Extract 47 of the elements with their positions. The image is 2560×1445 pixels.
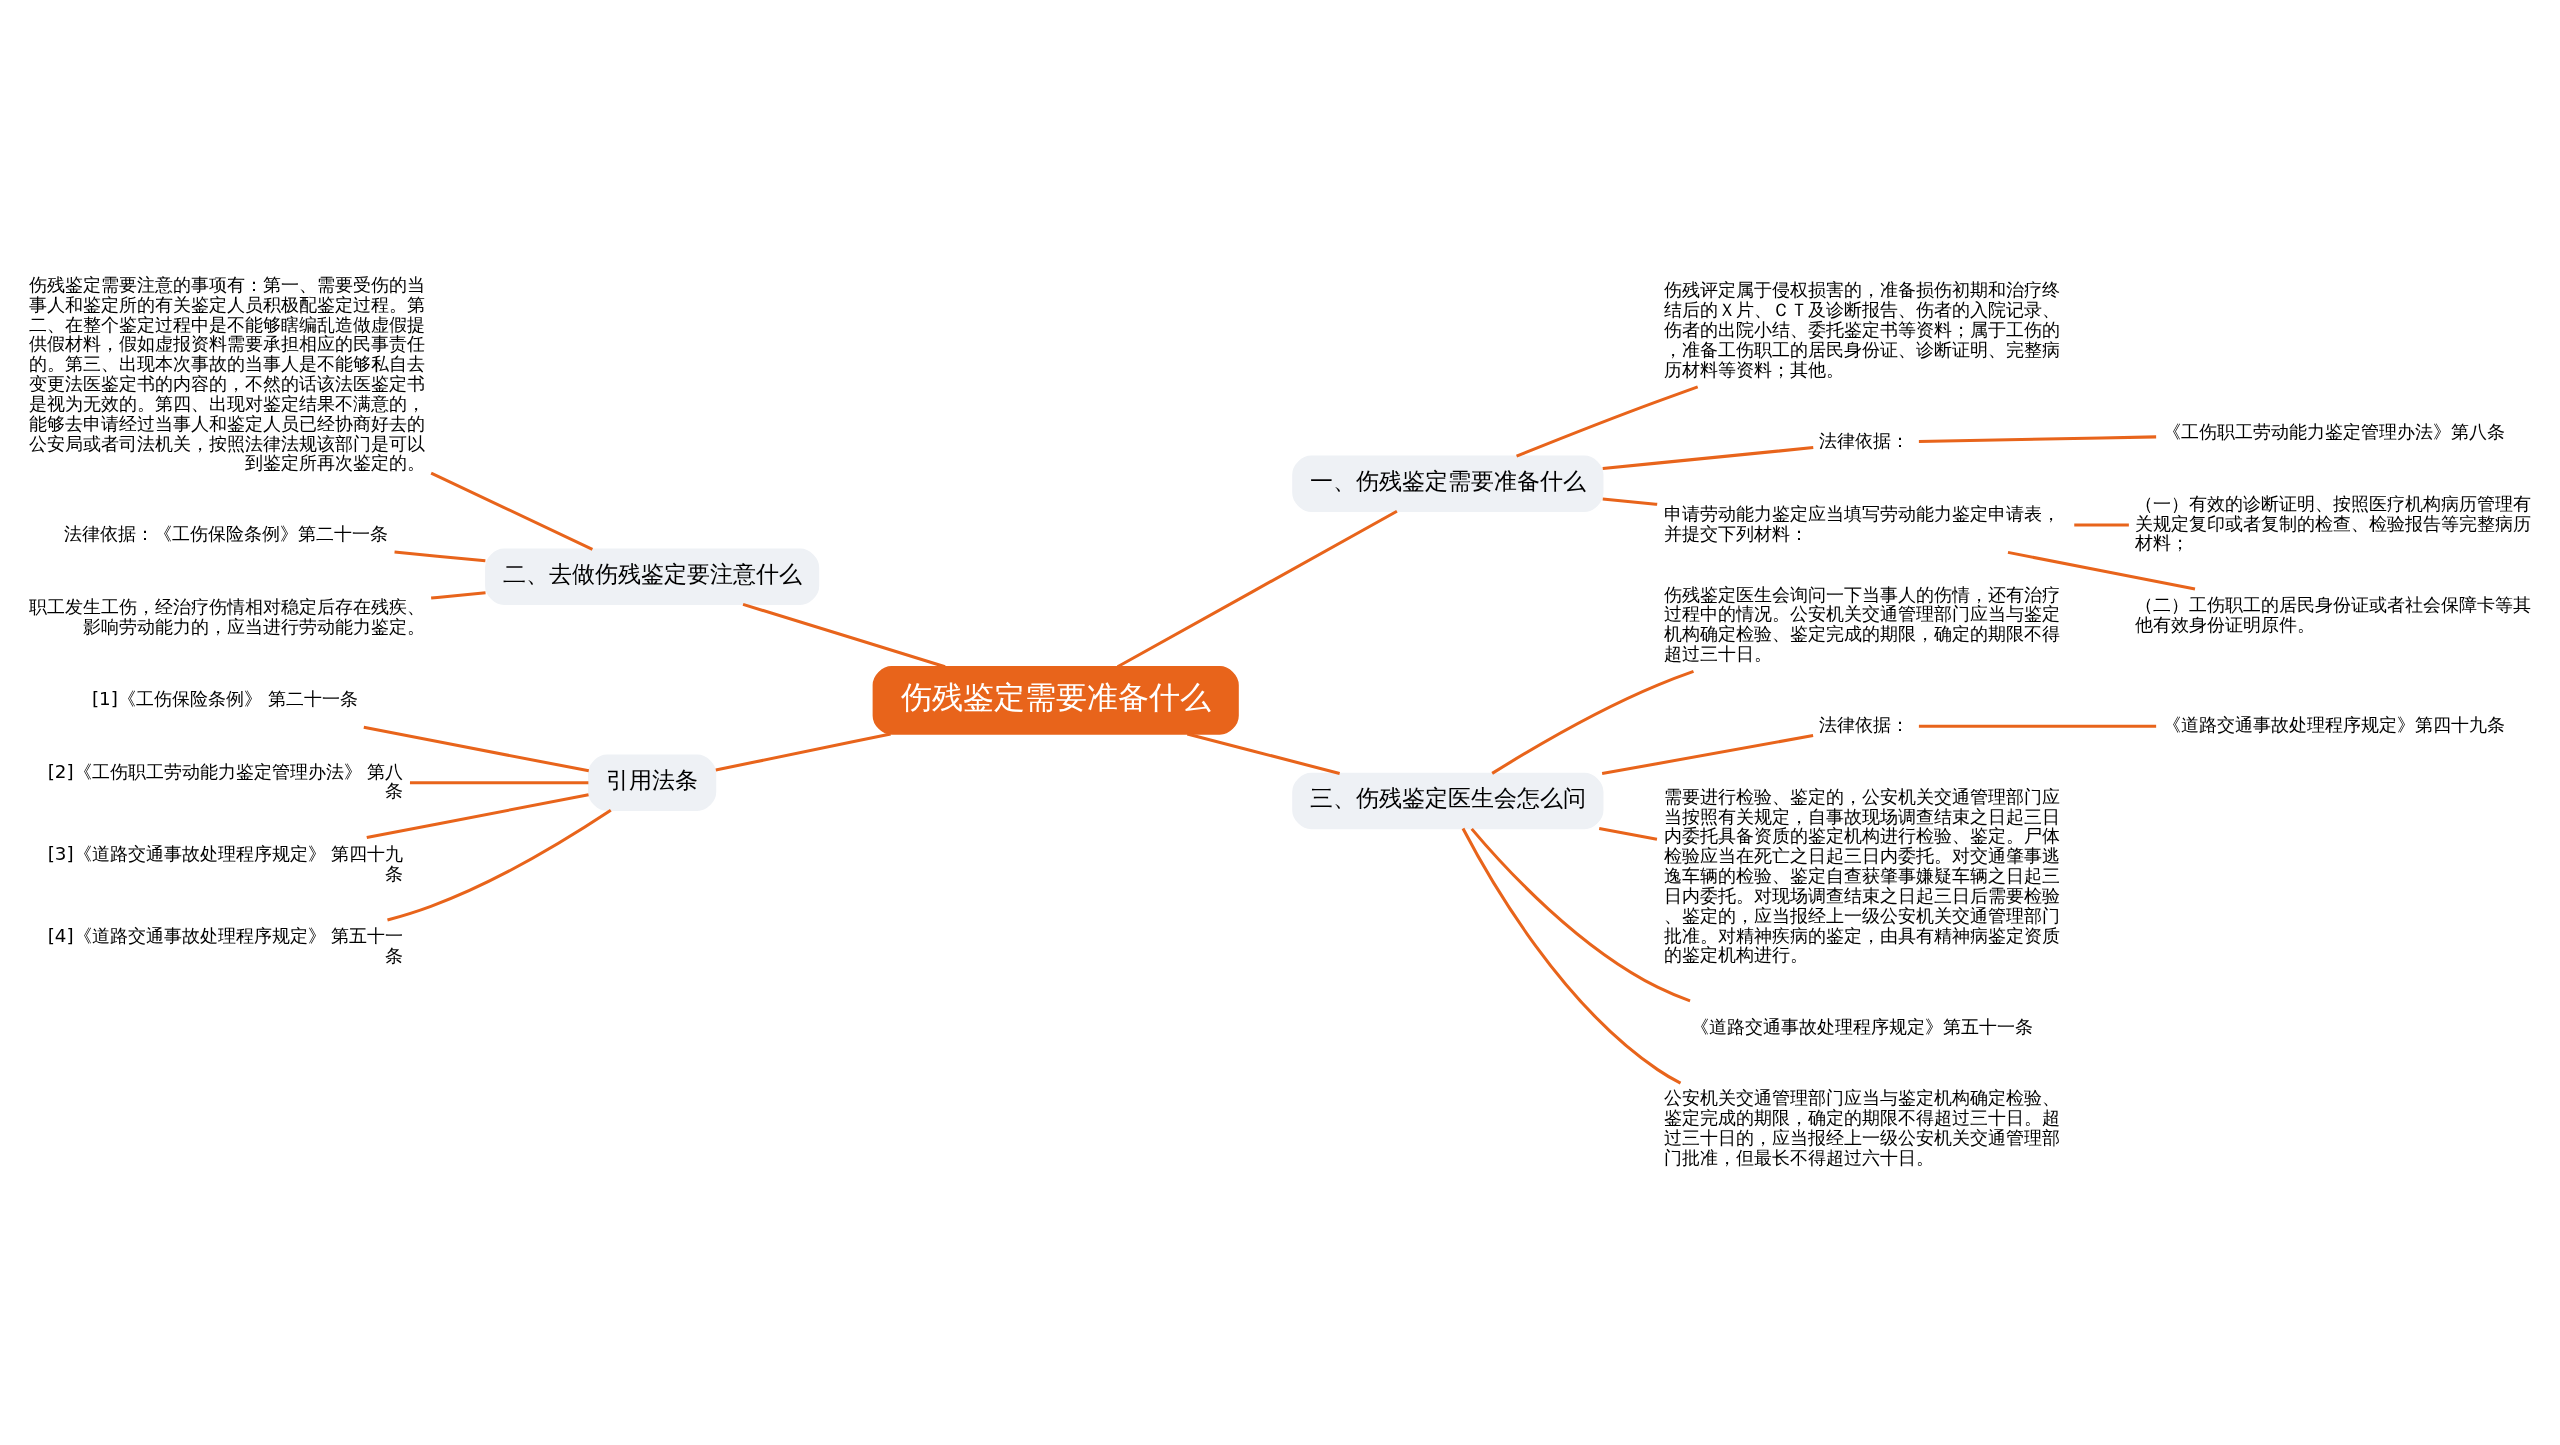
connector — [1186, 732, 1341, 775]
connector — [2007, 550, 2196, 591]
connector — [1598, 827, 1658, 841]
node-text: 法律依据： — [1819, 714, 1910, 736]
connector — [1461, 827, 1682, 1085]
node-text: 法律依据： — [1819, 430, 1910, 452]
node-text: 伤残鉴定医生会询问一下当事人的伤情，还有治疗过程中的情况。公安机关交通管理部门应当与鉴定机构确定检验、鉴定完成的期限，确定的期限不得超过三十日。 — [1663, 583, 2060, 665]
connector — [742, 602, 946, 669]
node-text: 公安机关交通管理部门应当与鉴定机构确定检验、鉴定完成的期限，确定的期限不得超过三十日。超过三十日的，应当报经上一级公安机关交通管理部门批准，但最长不得超过六十日。 — [1663, 1087, 2060, 1168]
connector — [2074, 523, 2129, 527]
connector — [409, 781, 589, 785]
node-text: 《道路交通事故处理程序规定》第四十九条 — [2162, 714, 2505, 736]
node-box: 引用法条 — [588, 754, 717, 811]
node-text: 职工发生工伤，经治疗伤情相对稳定后存在残疾、影响劳动能力的，应当进行劳动能力鉴定。 — [28, 595, 425, 637]
node-box: 伤残鉴定需要准备什么 — [872, 666, 1239, 735]
node-text: 《道路交通事故处理程序规定》第五十一条 — [1691, 1016, 2034, 1038]
node-text: [3]《道路交通事故处理程序规定》 第四十九条 — [47, 842, 404, 884]
node-box: 二、去做伤残鉴定要注意什么 — [485, 548, 820, 605]
node-text: [4]《道路交通事故处理程序规定》 第五十一条 — [47, 925, 404, 967]
connector — [1516, 385, 1699, 458]
connector — [363, 725, 590, 773]
connector — [387, 809, 612, 922]
node-text: 伤残评定属于侵权损害的，准备损伤初期和治疗终结后的Ｘ片、ＣＴ及诊断报告、伤者的入院记录、伤者的出院小结、委托鉴定书等资料；属于工伤的，准备工伤职工的居民身份证、诊断证明、完整病历材料等资料；其他。 — [1663, 279, 2060, 380]
connector — [1918, 724, 2157, 728]
node-text: （一）有效的诊断证明、按照医疗机构病历管理有关规定复印或者复制的检查、检验报告等完整病历材料； — [2135, 492, 2532, 554]
connector — [1470, 827, 1691, 1003]
connector — [366, 793, 589, 840]
node-text: [2]《工伤职工劳动能力鉴定管理办法》 第八条 — [47, 760, 404, 802]
node-text: （二）工伤职工的居民身份证或者社会保障卡等其他有效身份证明原件。 — [2135, 594, 2532, 636]
connector — [1918, 435, 2157, 444]
connector — [1116, 509, 1398, 669]
connector — [715, 732, 891, 772]
connector — [431, 591, 486, 600]
node-box: 一、伤残鉴定需要准备什么 — [1292, 455, 1604, 512]
connector — [430, 471, 594, 551]
connector — [394, 550, 486, 563]
node-text: 《工伤职工劳动能力鉴定管理办法》第八条 — [2162, 421, 2505, 443]
node-text: 伤残鉴定需要注意的事项有：第一、需要受伤的当事人和鉴定所的有关鉴定人员积极配鉴定过程。第二、在整个鉴定过程中是不能够瞎编乱造做虚假提供假材料，假如虚报资料需要承担相应的民事责任的。第三、出现本次事故的当事人是不能够私自去变更法医鉴定书的内容的，不然的话该法医鉴定书是视为无效的。第四、出现对鉴定结果不满意的，能够去申请经过当事人和鉴定人员已经协商好去的公安局或者司法机关，按照法律法规该部门是可以到鉴定所再次鉴定的。 — [28, 273, 425, 474]
node-text: [1]《工伤保险条例》 第二十一条 — [91, 688, 358, 710]
connector — [1491, 670, 1694, 775]
connector — [1602, 497, 1658, 506]
node-text: 法律依据：《工伤保险条例》第二十一条 — [64, 523, 389, 545]
node-box: 三、伤残鉴定医生会怎么问 — [1292, 772, 1604, 830]
connector — [1602, 446, 1814, 470]
connector — [1601, 734, 1814, 776]
node-text: 需要进行检验、鉴定的，公安机关交通管理部门应当按照有关规定，自事故现场调查结束之日起三日内委托具备资质的鉴定机构进行检验、鉴定。尸体检验应当在死亡之日起三日内委托。对交通肇事逃逸车辆的检验、鉴定自查获肇事嫌疑车辆之日起三日内委托。对现场调查结束之日起三日后需要检验、鉴定的，应当报经上一级公安机关交通管理部门批准。对精神疾病的鉴定，由具有精神病鉴定资质的鉴定机构进行。 — [1663, 785, 2060, 966]
node-text: 申请劳动能力鉴定应当填写劳动能力鉴定申请表，并提交下列材料： — [1663, 502, 2060, 544]
